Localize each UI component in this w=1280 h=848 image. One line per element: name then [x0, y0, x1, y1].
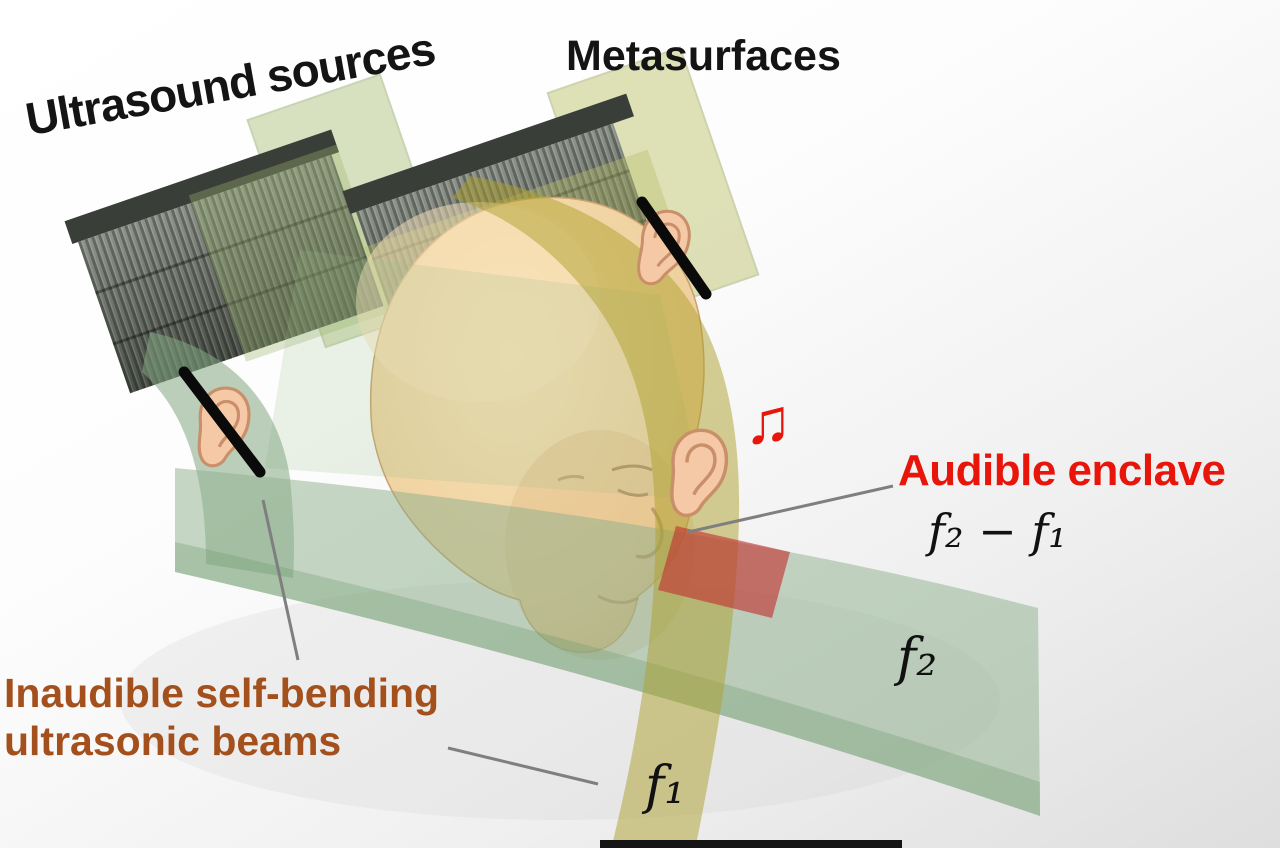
- inaudible-connector-line: [261, 499, 300, 661]
- source-right-top-bar: [342, 93, 634, 214]
- beam-f2-band-edge: [175, 542, 1040, 816]
- eye-line: [557, 474, 585, 482]
- inaudible-slash-right: [636, 196, 712, 300]
- head-highlight: [356, 202, 600, 402]
- inaudible-beams-label: Inaudible self-bending ultrasonic beams: [4, 670, 440, 764]
- brow-line: [611, 464, 653, 472]
- inaudible-slash-left: [178, 366, 266, 478]
- audible-enclave-label: Audible enclave: [898, 446, 1226, 495]
- audible-enclave-region: [658, 526, 790, 618]
- metasurfaces-label: Metasurfaces: [566, 32, 841, 80]
- beam-f1-label: f₁: [645, 756, 686, 816]
- metasurface-left-tint: [188, 144, 394, 362]
- source-left-seam: [112, 255, 368, 346]
- source-left-top-bar: [64, 129, 339, 244]
- music-note-icon: ♫: [744, 385, 792, 457]
- bottom-bar: [600, 840, 902, 848]
- beam-f2-sheet: [265, 250, 705, 500]
- beam-f2-band: [175, 468, 1040, 816]
- beam-f2-label: f₂: [897, 628, 938, 688]
- source-left-seam: [95, 204, 350, 295]
- beam-f1-ribbon: [452, 176, 740, 845]
- enclave-formula-label: f₂ − f₁: [928, 504, 1067, 558]
- enclave-connector-line: [687, 484, 894, 534]
- eye-line: [617, 488, 649, 497]
- f1-connector-line: [447, 746, 599, 786]
